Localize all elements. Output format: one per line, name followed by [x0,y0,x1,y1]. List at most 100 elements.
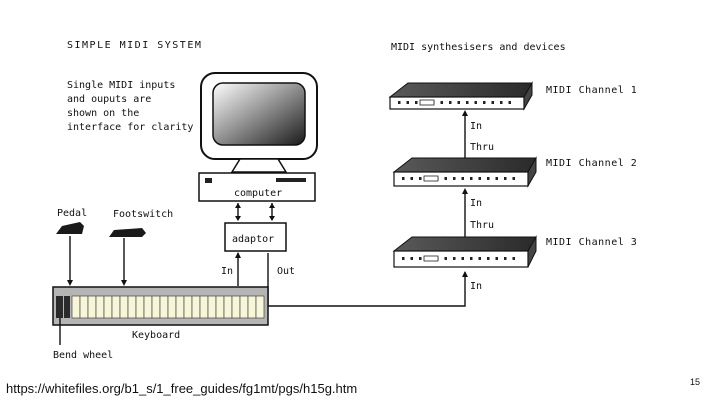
synth-panel-dot [402,257,405,260]
synth-display [423,255,439,262]
synth-panel-dot [444,177,447,180]
keyboard-key [127,295,137,319]
pedal-label: Pedal [57,208,87,219]
keyboard-key [223,295,233,319]
synth-panel-dot [487,257,490,260]
keyboard-key [231,295,241,319]
synth-display [423,175,439,182]
synth-panel-dot [419,177,422,180]
keyboard-key [175,295,185,319]
keyboard-key [71,295,81,319]
synth-1-thru-label: Thru [470,142,494,153]
synth-panel-dot [457,101,460,104]
keyboard-key [199,295,209,319]
synth-2: MIDI Channel 2 [392,156,637,188]
keyboard-key [255,295,265,319]
adaptor: adaptor [224,222,287,252]
synth-1-front-panel [398,99,511,106]
synth-panel-dot [470,177,473,180]
keyboard-key [215,295,225,319]
synth-panel-dot [478,177,481,180]
keyboard-key [111,295,121,319]
synth-panel-dot [478,257,481,260]
keyboard-key [95,295,105,319]
synth-panel-dot [406,101,409,104]
synth-panel-dot [453,177,456,180]
keyboard-key [79,295,89,319]
synth-panel-dot [410,177,413,180]
synth-panel-dot [483,101,486,104]
synth-1-channel-label: MIDI Channel 1 [546,85,637,96]
keyboard-key [151,295,161,319]
synth-panel-dot [474,101,477,104]
synth-panel-dot [487,177,490,180]
adaptor-in-label: In [221,266,233,277]
synth-1: MIDI Channel 1 [388,81,637,111]
synth-panel-dot [466,101,469,104]
keyboard-key [143,295,153,319]
devices-heading: MIDI synthesisers and devices [391,42,566,53]
keyboard-key [87,295,97,319]
synth-3: MIDI Channel 3 [392,235,637,268]
note-line-2: and ouputs are [67,94,151,105]
adaptor-out-label: Out [277,266,295,277]
synth-1-in-label: In [470,121,482,132]
keyboard-key [167,295,177,319]
adaptor-out-cable [267,253,468,307]
synth-panel-dot [491,101,494,104]
synth-panel-dot [512,177,515,180]
keyboard-key [207,295,217,319]
synth-panel-dot [444,257,447,260]
note-line-3: shown on the [67,108,139,119]
keyboard-key [159,295,169,319]
synth-2-channel-label: MIDI Channel 2 [546,158,637,169]
synth-panel-dot [453,257,456,260]
synth-panel-dot [495,257,498,260]
computer-label: computer [234,188,282,199]
note-line-1: Single MIDI inputs [67,80,175,91]
keyboard-key [135,295,145,319]
synth-panel-dot [500,101,503,104]
synth-panel-dot [449,101,452,104]
synth-panel-dot [440,101,443,104]
synth-panel-dot [504,257,507,260]
bend-wheel-label: Bend wheel [53,350,113,361]
monitor [200,72,318,173]
keyboard-key [191,295,201,319]
footswitch: Footswitch [109,209,173,286]
keyboard-to-adaptor-cable [235,252,241,286]
synth-panel-dot [495,177,498,180]
pedal: Pedal [56,208,87,286]
adaptor-label: adaptor [232,234,274,245]
synth-display [419,99,435,106]
synth-panel-dot [461,257,464,260]
keyboard-key [247,295,257,319]
synth-panel-dot [419,257,422,260]
source-url: https://whitefiles.org/b1_s/1_free_guide… [6,381,358,396]
synth-2-front-panel [402,175,515,182]
note-line-4: interface for clarity [67,122,193,133]
synth-3-in-label: In [470,281,482,292]
computer-adaptor-links [235,203,275,221]
synth-panel-dot [398,101,401,104]
page-number: 15 [690,377,701,387]
synth-panel-dot [508,101,511,104]
synth-3-channel-label: MIDI Channel 3 [546,237,637,248]
synth-panel-dot [470,257,473,260]
diagram-title: SIMPLE MIDI SYSTEM [67,40,202,51]
keyboard-key [183,295,193,319]
synth-2-thru-label: Thru [470,220,494,231]
keyboard: Keyboard [52,286,269,341]
synth-2-in-label: In [470,198,482,209]
keyboard-key [239,295,249,319]
keyboard-key [119,295,129,319]
computer: computer [198,172,316,202]
synth-panel-dot [402,177,405,180]
synth-panel-dot [461,177,464,180]
footswitch-label: Footswitch [113,209,173,220]
keyboard-key [103,295,113,319]
synth-panel-dot [415,101,418,104]
synth-panel-dot [504,177,507,180]
keyboard-label: Keyboard [132,330,180,341]
